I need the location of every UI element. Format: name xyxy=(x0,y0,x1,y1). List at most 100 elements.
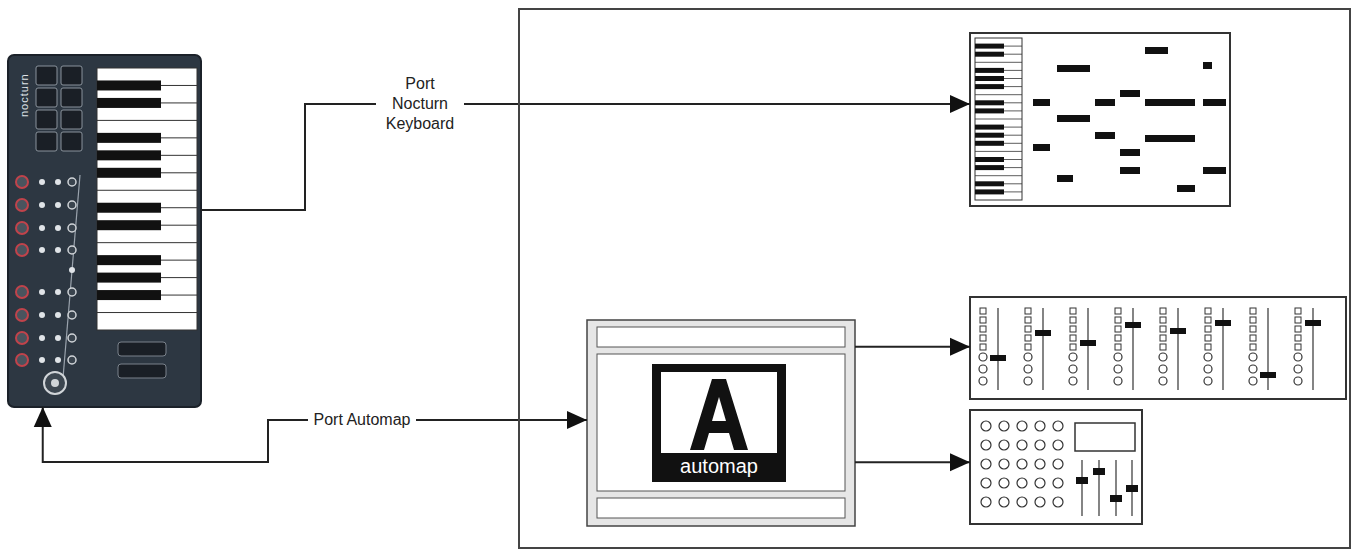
fader-cap xyxy=(990,355,1006,361)
fader-track xyxy=(997,308,998,390)
meter-led xyxy=(1250,344,1256,350)
piano-roll-frame xyxy=(970,33,1230,206)
black-key xyxy=(97,273,161,283)
meter-led xyxy=(980,308,986,314)
device-knob xyxy=(1053,478,1063,488)
channel-knob xyxy=(1204,365,1212,373)
device-knob xyxy=(1017,459,1027,469)
keyboard-keys xyxy=(97,68,197,330)
logo-text: automap xyxy=(680,456,758,476)
meter-led xyxy=(980,317,986,323)
midi-note xyxy=(1145,47,1168,54)
midi-note xyxy=(1203,167,1226,174)
midi-note xyxy=(1095,99,1115,106)
meter-led xyxy=(1025,317,1031,323)
device-knob xyxy=(981,497,991,507)
white-key-edge xyxy=(97,242,197,243)
device-frame xyxy=(970,410,1142,524)
meter-led xyxy=(1115,317,1121,323)
knob xyxy=(16,222,28,234)
drum-pad xyxy=(36,132,57,151)
device-fader-cap xyxy=(1076,477,1088,484)
midi-note xyxy=(1033,144,1050,151)
button-led xyxy=(39,312,45,318)
knob xyxy=(16,309,28,321)
device-knob xyxy=(1053,497,1063,507)
fader-cap xyxy=(1260,372,1276,378)
midi-note xyxy=(1120,90,1140,97)
meter-led xyxy=(1250,326,1256,332)
roll-black-key xyxy=(975,76,1004,81)
midi-note xyxy=(1120,149,1140,156)
channel-knob xyxy=(1204,377,1212,385)
meter-led xyxy=(1115,344,1121,350)
meter-led xyxy=(1160,344,1166,350)
meter-led xyxy=(1070,326,1076,332)
device-knob xyxy=(981,421,991,431)
midi-note xyxy=(1145,135,1195,142)
device-knob xyxy=(1035,478,1045,488)
button-led xyxy=(55,202,61,208)
connector-line xyxy=(43,407,587,462)
roll-black-key xyxy=(975,141,1004,146)
button-led xyxy=(55,225,61,231)
device-knob xyxy=(1017,497,1027,507)
panel-line xyxy=(62,175,80,390)
black-key xyxy=(97,80,161,90)
knob xyxy=(16,199,28,211)
mod-wheel xyxy=(118,364,166,378)
meter-led xyxy=(980,335,986,341)
meter-led xyxy=(1295,317,1301,323)
meter-led xyxy=(1295,308,1301,314)
device-knob xyxy=(981,440,991,450)
button xyxy=(68,288,76,296)
knob xyxy=(16,332,28,344)
connector xyxy=(34,407,587,462)
roll-black-key xyxy=(975,157,1004,162)
device-fader-cap xyxy=(1126,485,1138,492)
device-fader-track xyxy=(1081,460,1082,516)
arrow-head xyxy=(950,338,970,356)
mixer-frame xyxy=(970,297,1346,399)
midi-note xyxy=(1203,62,1212,69)
button-led xyxy=(69,267,75,273)
meter-led xyxy=(1295,335,1301,341)
arrow-head xyxy=(950,95,970,113)
button-led xyxy=(55,289,61,295)
device-knob xyxy=(1017,478,1027,488)
midi-note xyxy=(1120,167,1140,174)
channel-knob xyxy=(1114,377,1122,385)
fader-track xyxy=(1087,308,1088,390)
black-key xyxy=(97,168,161,178)
button xyxy=(68,356,76,364)
device-knob xyxy=(1035,459,1045,469)
channel-knob xyxy=(979,365,987,373)
meter-led xyxy=(1295,326,1301,332)
automap-window: automap xyxy=(587,320,855,526)
black-key xyxy=(97,255,161,265)
meter-led xyxy=(1070,344,1076,350)
knob xyxy=(16,354,28,366)
piano-roll-keys xyxy=(975,38,1022,200)
fader-track xyxy=(1042,308,1043,390)
button-led xyxy=(55,312,61,318)
roll-key-edge xyxy=(975,119,1022,120)
device-knob xyxy=(1035,421,1045,431)
computer-frame: automap xyxy=(518,8,1351,549)
meter-led xyxy=(1115,335,1121,341)
logo-letter-hole xyxy=(712,397,726,421)
device-knob xyxy=(999,497,1009,507)
logo-inner xyxy=(661,372,777,453)
black-key xyxy=(97,150,161,160)
channel-knob xyxy=(1249,365,1257,373)
device-knob xyxy=(999,440,1009,450)
channel-knob xyxy=(1024,365,1032,373)
button-led xyxy=(39,247,45,253)
button-led xyxy=(39,202,45,208)
meter-led xyxy=(1160,308,1166,314)
device-parts xyxy=(981,421,1138,516)
device-knob xyxy=(999,421,1009,431)
meter-led xyxy=(1160,317,1166,323)
fader-track xyxy=(1177,308,1178,390)
